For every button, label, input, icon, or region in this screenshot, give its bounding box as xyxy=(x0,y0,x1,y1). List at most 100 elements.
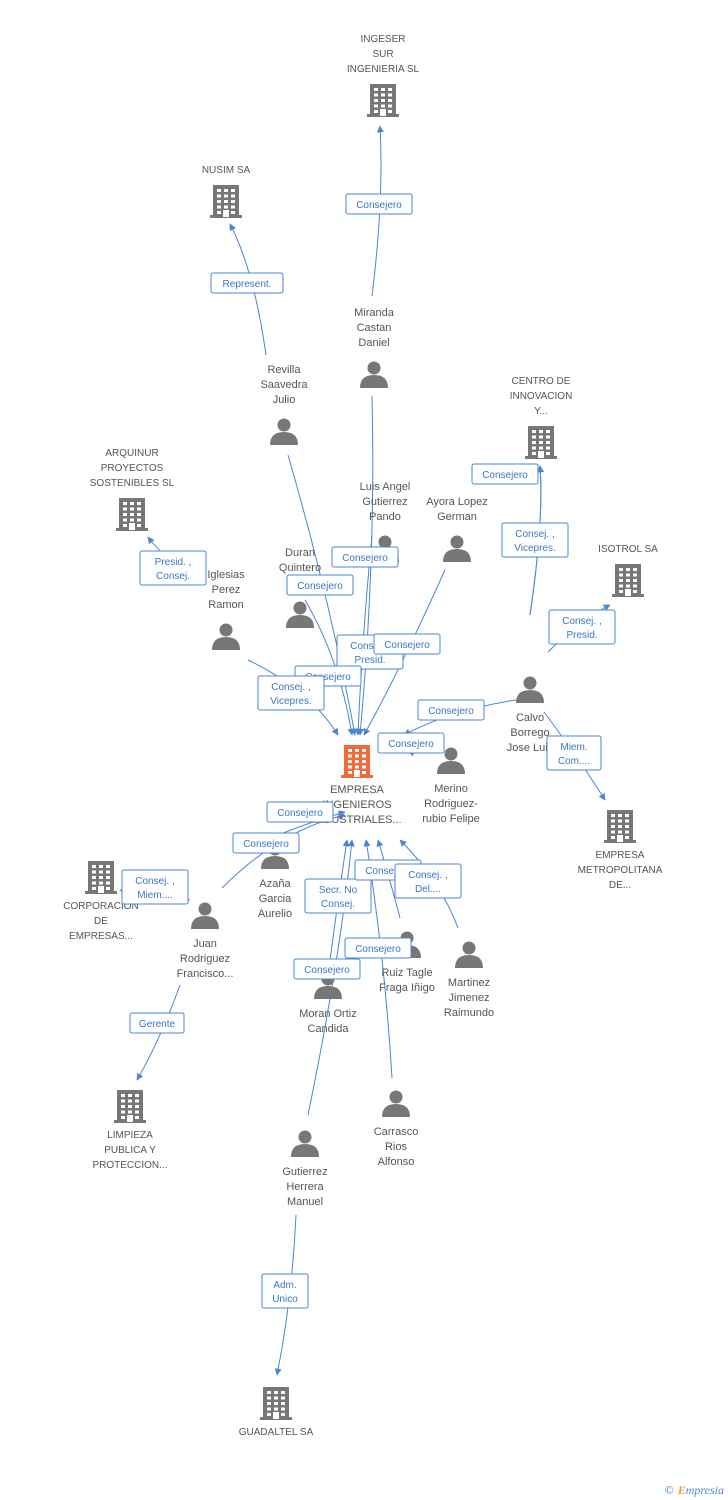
node-isotrol-label: ISOTROL SA xyxy=(598,544,658,555)
e-juan-limpieza-label[interactable]: Gerente xyxy=(129,1012,185,1034)
e-miranda-ingeser-label-box xyxy=(345,193,413,215)
node-azana-label: Aurelio xyxy=(258,908,292,920)
node-ingeser-label: SUR xyxy=(372,49,393,60)
e-miranda-ingeser-label-text: Consejero xyxy=(356,200,402,211)
building-icon xyxy=(260,1387,292,1420)
e-juan-limpieza-label-box xyxy=(129,1012,185,1034)
e-calvo-metropolitana-label-text: Com.... xyxy=(558,756,590,767)
node-limpieza-label: PUBLICA Y xyxy=(104,1145,156,1156)
e-calvo-centro-label[interactable]: Consejero xyxy=(471,463,539,485)
e-ruiz-center-label-text: Consejero xyxy=(365,866,411,877)
node-ingeser-label: INGENIERIA SL xyxy=(347,64,420,75)
node-iglesias-label: Iglesias xyxy=(207,569,245,581)
node-isotrol[interactable]: ISOTROL SA xyxy=(598,544,658,597)
person-icon xyxy=(455,941,483,968)
e-merino-center-label-text: Consejero xyxy=(388,739,434,750)
e-gutierrez-guadaltel-label[interactable]: Adm.Unico xyxy=(261,1273,309,1309)
empresia-logo[interactable]: ©Empresia xyxy=(665,1483,724,1498)
node-azana-label: Garcia xyxy=(259,893,292,905)
e-luisangel-center-label[interactable]: Consejero xyxy=(331,546,399,568)
node-corporacion[interactable]: CORPORACIONDEEMPRESAS... xyxy=(63,861,139,942)
e-merino-center-label[interactable]: Consejero xyxy=(377,732,445,754)
node-carrasco-label: Alfonso xyxy=(378,1156,415,1168)
node-juan[interactable]: JuanRodriguezFrancisco... xyxy=(177,902,234,981)
node-center-label: INGENIEROS xyxy=(322,799,391,811)
person-icon xyxy=(286,601,314,628)
node-guadaltel[interactable]: GUADALTEL SA xyxy=(239,1387,314,1438)
building-icon xyxy=(210,185,242,218)
node-center[interactable]: EMPRESAINGENIEROSINDUSTRIALES... xyxy=(312,745,402,826)
building-icon xyxy=(114,1090,146,1123)
node-nusim[interactable]: NUSIM SA xyxy=(202,165,251,218)
e-calvo-centro-label-box xyxy=(471,463,539,485)
node-merino-label: Rodriguez- xyxy=(424,798,478,810)
node-corporacion-label: DE xyxy=(94,916,108,927)
e-iglesias-arquinur-label-text: Consej. xyxy=(156,571,190,582)
node-ruiz-label: Fraga Iñigo xyxy=(379,982,435,994)
e-calvo-center-label[interactable]: Consejero xyxy=(417,699,485,721)
node-iglesias-label: Perez xyxy=(212,584,241,596)
node-martinez-label: Martinez xyxy=(448,977,490,989)
e-gutierrez-center-label-box xyxy=(293,958,361,980)
node-juan-label: Juan xyxy=(193,938,217,950)
node-miranda-label: Daniel xyxy=(358,337,389,349)
e-carrasco-center-label[interactable]: Consejero xyxy=(344,937,412,959)
e-revilla-nusim-label-text: Represent. xyxy=(223,279,272,290)
e-miranda-ingeser-label[interactable]: Consejero xyxy=(345,193,413,215)
e-juan-center-label[interactable]: Consejero xyxy=(232,832,300,854)
person-icon xyxy=(191,902,219,929)
e-calvo-center-label-text: Consejero xyxy=(428,706,474,717)
node-martinez-label: Raimundo xyxy=(444,1007,494,1019)
e-revilla-nusim-label-box xyxy=(210,272,284,294)
building-icon xyxy=(341,745,373,778)
e-calvo-centro-2-label[interactable]: Consej. ,Vicepres. xyxy=(501,522,569,558)
e-ayora-center-label-text: Consejero xyxy=(384,640,430,651)
node-juan-label: Rodriguez xyxy=(180,953,230,965)
node-calvo-label: Borrego xyxy=(510,727,549,739)
e-juan-corporacion-label[interactable]: Consej. ,Miem.... xyxy=(121,869,189,905)
node-metropolitana-label: DE... xyxy=(609,880,631,891)
e-iglesias-center-label-text: Vicepres. xyxy=(270,696,312,707)
e-azana-center-label[interactable]: Consejero xyxy=(266,801,334,823)
node-limpieza-label: PROTECCION... xyxy=(92,1160,167,1171)
e-iglesias-center-label[interactable]: Consej. ,Vicepres. xyxy=(257,675,325,711)
e-calvo-isotrol-label[interactable]: Consej. ,Presid. xyxy=(548,609,616,645)
e-ayora-center-label[interactable]: Consejero xyxy=(373,633,441,655)
node-centro-label: Y... xyxy=(534,406,548,417)
e-juan-center-label-box xyxy=(232,832,300,854)
e-gutierrez-center-label[interactable]: Consejero xyxy=(293,958,361,980)
person-icon xyxy=(360,361,388,388)
node-gutierrez-label: Manuel xyxy=(287,1196,323,1208)
building-icon xyxy=(367,84,399,117)
e-luisangel-center-label-box xyxy=(331,546,399,568)
node-metropolitana[interactable]: EMPRESAMETROPOLITANADE... xyxy=(578,810,663,891)
e-iglesias-arquinur-label[interactable]: Presid. ,Consej. xyxy=(139,550,207,586)
e-calvo-center-label-box xyxy=(417,699,485,721)
person-icon xyxy=(382,1090,410,1117)
node-miranda-label: Miranda xyxy=(354,307,395,319)
node-centro[interactable]: CENTRO DEINNOVACIONY... xyxy=(510,376,573,459)
e-calvo-isotrol-label-box xyxy=(548,609,616,645)
e-revilla-nusim-label[interactable]: Represent. xyxy=(210,272,284,294)
node-center-label: EMPRESA xyxy=(330,784,384,796)
e-moran-center-label-box xyxy=(304,878,372,914)
e-calvo-metropolitana-label[interactable]: Miem.Com.... xyxy=(546,735,602,771)
e-duran-center-label[interactable]: Consejero xyxy=(286,574,354,596)
e-martinez-center-label[interactable]: Consej. ,Del.... xyxy=(394,863,462,899)
